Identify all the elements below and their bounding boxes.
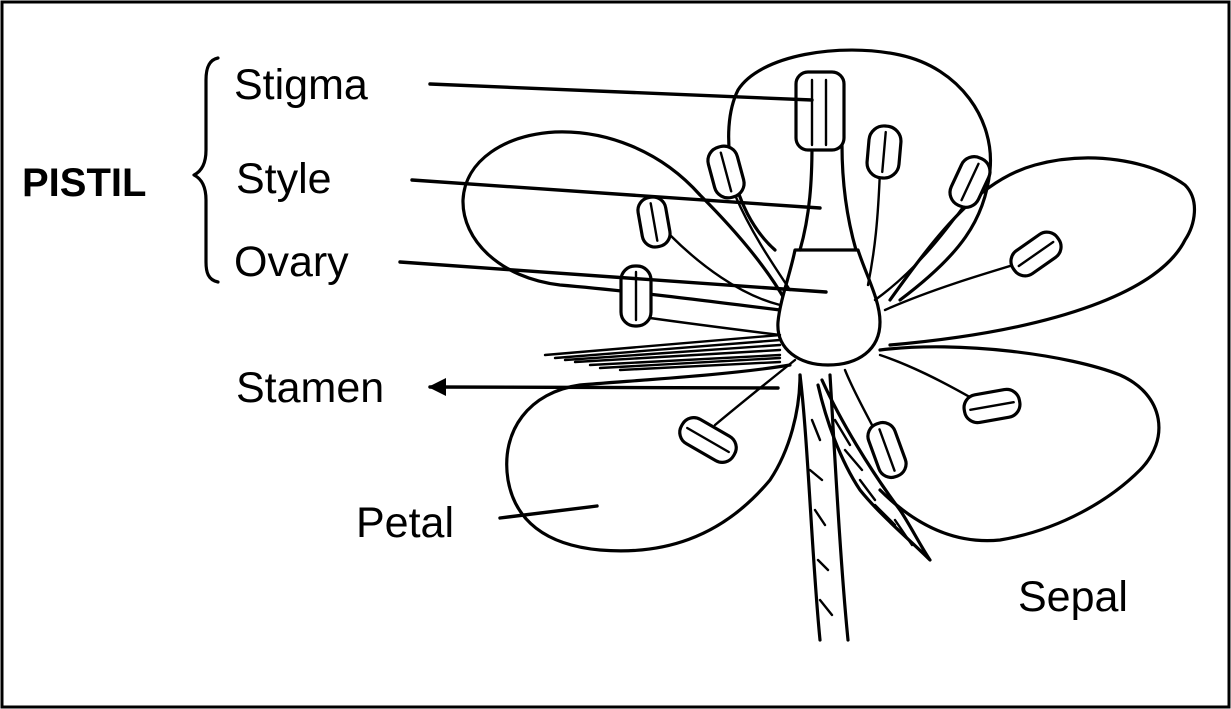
stigma <box>796 72 844 150</box>
anther-4 <box>866 125 902 180</box>
ovary-label: Ovary <box>234 238 349 286</box>
ovary <box>778 250 880 365</box>
style-label: Style <box>236 155 332 203</box>
anther-3 <box>621 266 651 326</box>
pistil-label: PISTIL <box>22 161 146 205</box>
stigma-label: Stigma <box>234 61 368 109</box>
stamen-leader-line <box>430 387 778 388</box>
sepal-label: Sepal <box>1018 573 1128 621</box>
petal-label: Petal <box>356 499 454 547</box>
stamen-label: Stamen <box>236 364 384 412</box>
